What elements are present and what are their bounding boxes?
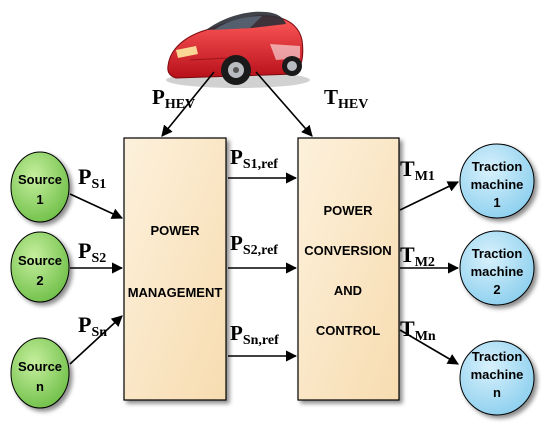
tm2-label: TM2 [400, 242, 435, 270]
tm1-label: TM1 [400, 156, 435, 184]
machine-2-line-3: 2 [493, 282, 500, 297]
machine-2-line-2: machine [471, 264, 524, 279]
phev-label: PHEV [152, 85, 195, 112]
car-icon [166, 11, 310, 88]
source-1-line-1: Source [18, 172, 62, 187]
source-1-arrow [69, 193, 124, 219]
source-n-arrow [69, 315, 123, 365]
source-2: Source 2 [10, 231, 70, 303]
ps1-label: PS1 [78, 164, 106, 192]
thev-label: THEV [324, 85, 368, 112]
pc-line-3: AND [334, 283, 362, 298]
power-conversion-block: POWER CONVERSION AND CONTROL [297, 137, 400, 401]
thev-arrow [255, 71, 313, 137]
tmn-label: TMn [400, 316, 436, 344]
machine-n-line-2: machine [471, 367, 524, 382]
machine-1-line-3: 1 [493, 195, 500, 210]
traction-machine-1: Traction machine 1 [459, 143, 535, 219]
source-2-line-2: 2 [36, 273, 43, 288]
pm-line-2: MANAGEMENT [128, 285, 223, 300]
traction-machine-n: Traction machine n [459, 340, 535, 416]
source-n-line-1: Source [18, 359, 62, 374]
traction-machine-2: Traction machine 2 [459, 230, 535, 306]
pc-line-1: POWER [323, 203, 373, 218]
source-1-line-2: 1 [36, 192, 43, 207]
source-n: Source n [10, 337, 70, 409]
pm-line-1: POWER [150, 223, 200, 238]
ps2-label: PS2 [78, 238, 106, 266]
source-n-line-2: n [36, 379, 44, 394]
ps1-ref-label: PS1,ref [230, 145, 278, 172]
machine-n-line-3: n [493, 385, 501, 400]
machine-1-line-2: machine [471, 177, 524, 192]
psn-ref-label: PSn,ref [230, 321, 279, 348]
source-2-line-1: Source [18, 253, 62, 268]
pc-line-2: CONVERSION [304, 243, 391, 258]
tm1-arrow [399, 181, 460, 211]
machine-1-line-1: Traction [472, 159, 523, 174]
pc-line-4: CONTROL [316, 323, 380, 338]
psn-label: PSn [78, 312, 107, 340]
phev-arrow [161, 71, 215, 137]
machine-2-line-1: Traction [472, 246, 523, 261]
machine-n-line-1: Traction [472, 349, 523, 364]
ps2-ref-label: PS2,ref [230, 231, 278, 258]
power-management-block: POWER MANAGEMENT [123, 137, 227, 401]
source-1: Source 1 [10, 151, 70, 223]
tmn-arrow [399, 329, 459, 365]
